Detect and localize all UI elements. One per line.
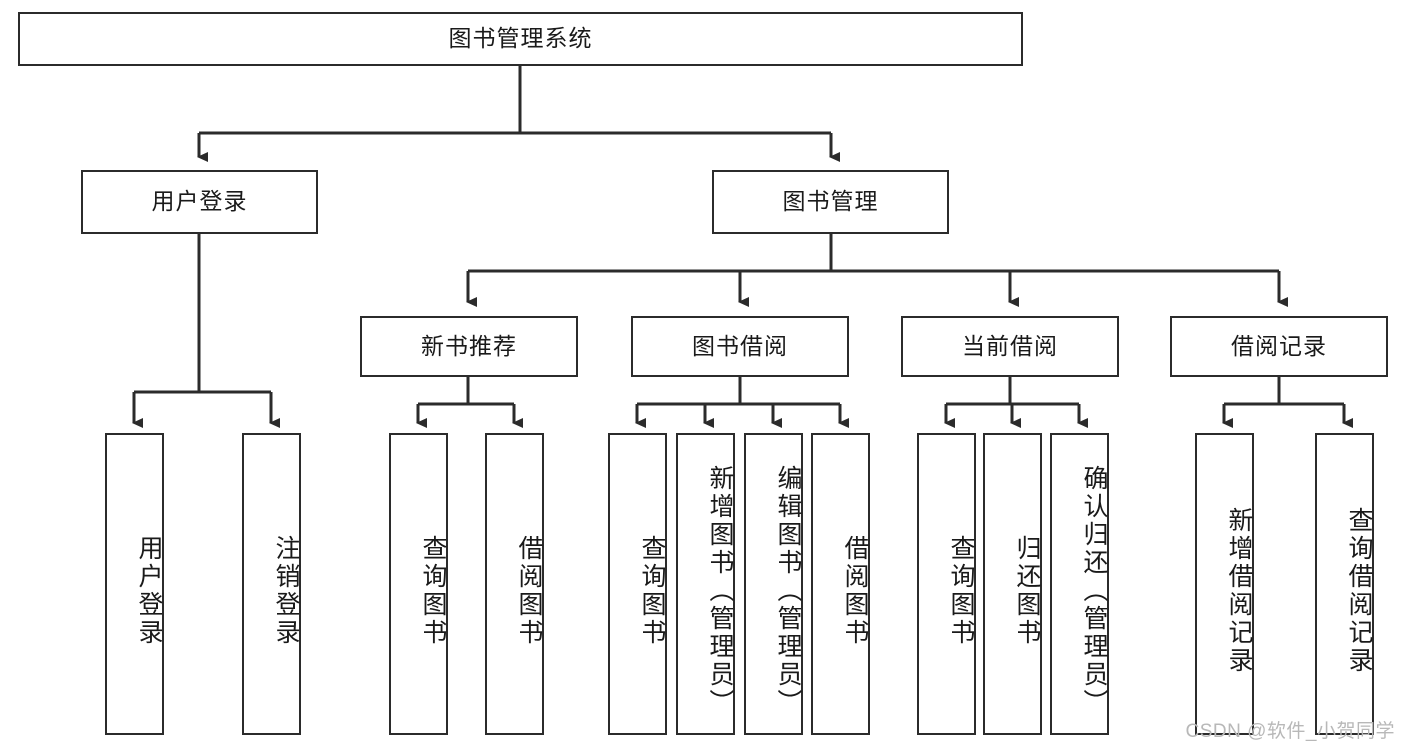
leaf-user-login-login[interactable]: 用户登录 (105, 433, 164, 735)
node-label: 用户登录 (135, 535, 163, 647)
node-label: 编辑图书（管理员） (774, 465, 802, 717)
node-label: 图书管理系统 (448, 25, 593, 52)
node-label: 借阅记录 (1231, 332, 1327, 359)
node-label: 新书推荐 (421, 332, 517, 359)
leaf-borrow-record-query-record[interactable]: 查询借阅记录 (1315, 433, 1374, 735)
node-label: 图书借阅 (692, 332, 788, 359)
leaf-user-login-logout[interactable]: 注销登录 (242, 433, 301, 735)
node-new-book-recommend[interactable]: 新书推荐 (360, 316, 578, 377)
csdn-watermark: CSDN @软件_小贺同学 (1185, 721, 1395, 742)
node-book-borrow[interactable]: 图书借阅 (631, 316, 849, 377)
node-book-management[interactable]: 图书管理 (712, 170, 949, 234)
node-label: 查询图书 (419, 535, 447, 647)
node-label: 图书管理 (782, 188, 879, 215)
leaf-book-borrow-add-book[interactable]: 新增图书（管理员） (676, 433, 735, 735)
leaf-new-book-query-book[interactable]: 查询图书 (389, 433, 448, 735)
node-label: 确认归还（管理员） (1080, 465, 1108, 717)
leaf-borrow-record-add-record[interactable]: 新增借阅记录 (1195, 433, 1254, 735)
node-label: 归还图书 (1013, 535, 1041, 647)
leaf-book-borrow-query-book[interactable]: 查询图书 (608, 433, 667, 735)
node-label: 查询借阅记录 (1345, 507, 1373, 675)
node-label: 查询图书 (947, 535, 975, 647)
leaf-book-borrow-edit-book[interactable]: 编辑图书（管理员） (744, 433, 803, 735)
node-user-login[interactable]: 用户登录 (81, 170, 318, 234)
node-borrow-record[interactable]: 借阅记录 (1170, 316, 1388, 377)
node-current-borrow[interactable]: 当前借阅 (901, 316, 1119, 377)
node-label: 当前借阅 (962, 332, 1058, 359)
leaf-book-borrow-borrow-book[interactable]: 借阅图书 (811, 433, 870, 735)
leaf-current-borrow-confirm-return[interactable]: 确认归还（管理员） (1050, 433, 1109, 735)
node-label: 借阅图书 (841, 535, 869, 647)
node-label: 新增借阅记录 (1225, 507, 1253, 675)
node-label: 用户登录 (151, 188, 248, 215)
leaf-new-book-borrow-book[interactable]: 借阅图书 (485, 433, 544, 735)
node-label: 新增图书（管理员） (706, 465, 734, 717)
node-label: 注销登录 (272, 535, 300, 647)
leaf-current-borrow-return-book[interactable]: 归还图书 (983, 433, 1042, 735)
node-root-system[interactable]: 图书管理系统 (18, 12, 1023, 66)
leaf-current-borrow-query-book[interactable]: 查询图书 (917, 433, 976, 735)
node-label: 借阅图书 (515, 535, 543, 647)
node-label: 查询图书 (638, 535, 666, 647)
